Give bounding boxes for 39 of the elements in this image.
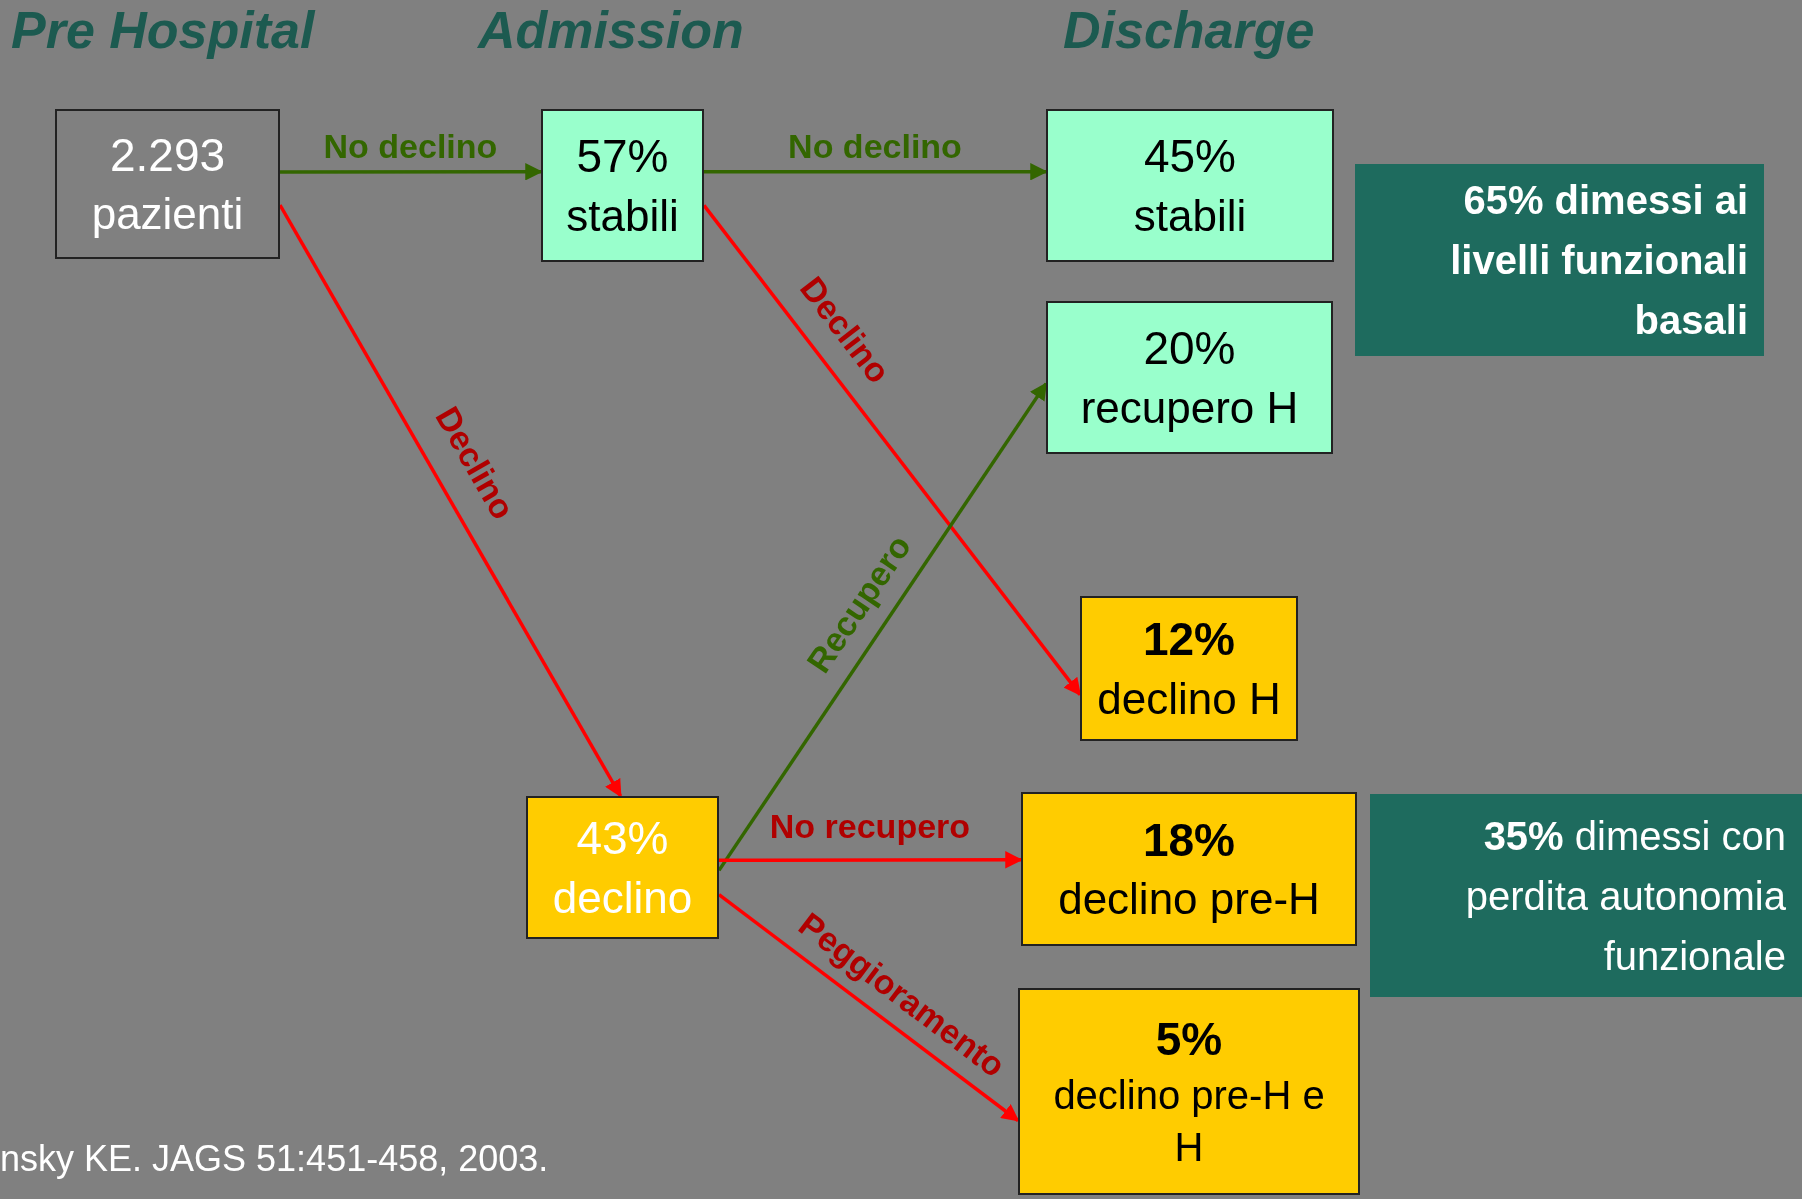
stage-box [1046, 301, 1333, 454]
stage-description: declino [552, 871, 693, 924]
percentage: 20% [1143, 321, 1236, 376]
stage-box [1080, 596, 1298, 741]
stage-box [1018, 988, 1360, 1195]
percentage: 45% [1143, 129, 1237, 184]
column-heading: Pre Hospital [11, 0, 315, 60]
arrow [719, 851, 1023, 869]
summary-text: 65% dimessi ai livelli funzionali basali [1449, 177, 1748, 344]
percentage: 12% [1142, 612, 1236, 667]
stage-box [1046, 109, 1334, 262]
stage-description: pazienti [91, 188, 244, 241]
percentage: 18% [1142, 812, 1236, 868]
arrow [280, 163, 543, 181]
percentage: 2.293 [109, 127, 226, 183]
stage-description: recupero H [1080, 381, 1299, 434]
percentage: 57% [576, 129, 669, 184]
summary-panel [1355, 164, 1764, 356]
stage-description: declino pre-H [1058, 873, 1320, 926]
summary-text: 35% dimessi con perdita autonomia funzionale [1464, 812, 1786, 980]
citation: nsky KE. JAGS 51:451-458, 2003. [0, 1138, 549, 1180]
summary-panel [1370, 794, 1802, 997]
percentage: 5% [1155, 1011, 1223, 1067]
edge-label: No declino [788, 126, 962, 166]
stage-description: stabili [566, 189, 679, 242]
stage-box [526, 796, 719, 939]
stage-box [55, 109, 280, 259]
stage-box [1021, 792, 1357, 946]
edge-label: No recupero [769, 806, 971, 846]
stage-description: declino H [1097, 672, 1281, 725]
edge-label: No declino [323, 126, 498, 166]
column-heading: Admission [478, 0, 744, 60]
stage-description: declino pre-H e H [1052, 1072, 1326, 1172]
column-heading: Discharge [1063, 0, 1315, 60]
arrow [704, 163, 1048, 181]
stage-box [541, 109, 704, 262]
arrow [278, 204, 623, 798]
percentage: 43% [576, 811, 669, 866]
stage-description: stabili [1133, 189, 1247, 242]
